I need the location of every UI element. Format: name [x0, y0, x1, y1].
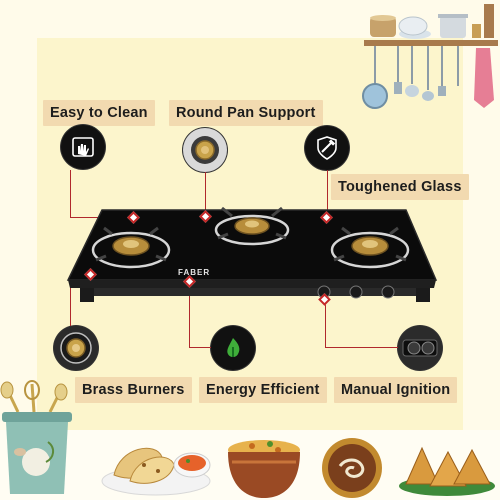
gas-stove-illustration — [66, 206, 438, 302]
connector-energy-efficient — [189, 282, 190, 347]
utensil-shelf-illustration — [362, 4, 498, 109]
connector-manual-ignition — [325, 300, 326, 347]
burner-right — [330, 226, 410, 269]
burner-center — [214, 206, 290, 246]
connector-easy-to-clean — [70, 170, 71, 217]
knob-icon — [398, 326, 442, 370]
roti-plate-illustration — [101, 447, 211, 496]
biryani-pot-illustration — [228, 440, 300, 498]
brand-logo: FABER — [178, 268, 211, 277]
burner-left — [91, 226, 171, 269]
leaf-flame-icon — [211, 326, 255, 370]
manual-ignition-label: Manual Ignition — [334, 377, 458, 403]
round-pan-support-label: Round Pan Support — [169, 100, 323, 126]
glass-hammer-icon — [305, 126, 349, 170]
hand-wipe-icon — [61, 125, 105, 169]
connector-toughened-glass — [327, 170, 328, 217]
easy-to-clean-label: Easy to Clean — [43, 100, 155, 126]
connector-pan-support — [205, 172, 206, 216]
pan-support-icon — [183, 128, 227, 172]
dal-bowl-illustration — [322, 438, 382, 498]
connector-manual-ignition-h — [325, 347, 398, 348]
brass-burners-label: Brass Burners — [75, 377, 192, 403]
brass-burner-icon — [54, 326, 98, 370]
utensil-jar-illustration — [0, 380, 72, 494]
connector-brass-burners — [70, 274, 71, 326]
energy-efficient-label: Energy Efficient — [199, 377, 327, 403]
toughened-glass-label: Toughened Glass — [331, 174, 469, 200]
connector-energy-efficient-h — [189, 347, 211, 348]
samosa-plate-illustration — [399, 446, 495, 496]
